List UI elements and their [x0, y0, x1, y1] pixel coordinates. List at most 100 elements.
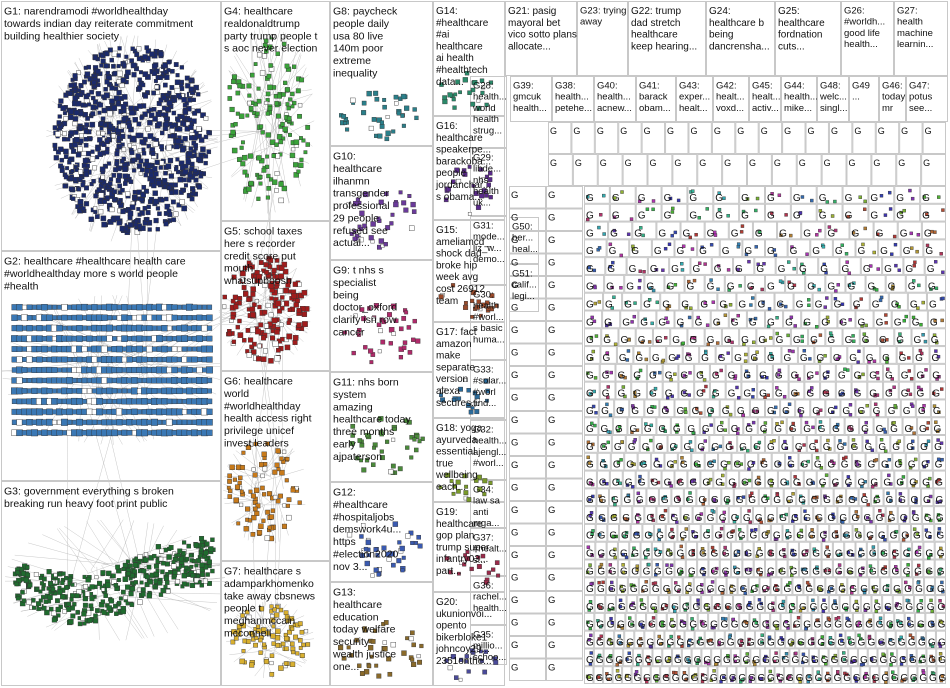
- graph-node: [122, 62, 127, 68]
- small-group-panel: [509, 366, 546, 389]
- graph-node: [112, 336, 117, 342]
- graph-node: [379, 124, 385, 129]
- graph-node: [117, 600, 122, 606]
- small-group-panel: [724, 274, 745, 293]
- graph-node: [878, 509, 882, 513]
- graph-node: [82, 315, 87, 321]
- graph-node: [101, 609, 107, 616]
- small-group-panel: [731, 541, 743, 560]
- small-group-panel: [739, 186, 766, 204]
- graph-node: [171, 398, 178, 405]
- small-group-panel: [623, 648, 633, 667]
- graph-node: [668, 196, 673, 201]
- small-group-panel: [810, 541, 822, 560]
- graph-edge: [118, 596, 217, 603]
- small-group-panel: [783, 488, 797, 507]
- small-group-panel: [608, 221, 633, 240]
- graph-node: [100, 215, 107, 222]
- graph-node: [710, 508, 715, 513]
- graph-node: [286, 320, 291, 325]
- graph-node: [279, 265, 285, 271]
- graph-node: [703, 262, 707, 266]
- graph-node: [637, 285, 641, 290]
- graph-node: [146, 314, 153, 321]
- graph-node: [821, 245, 826, 249]
- graph-node: [116, 367, 123, 373]
- graph-edge: [259, 28, 276, 142]
- graph-node: [126, 304, 133, 310]
- small-group-panel: [777, 470, 791, 489]
- small-group-panel: [758, 488, 772, 507]
- small-group-panel: [651, 559, 664, 578]
- small-group-panel: [615, 381, 632, 400]
- graph-node: [82, 398, 87, 404]
- graph-node: [723, 313, 728, 317]
- graph-node: [111, 105, 117, 111]
- graph-node: [72, 419, 77, 425]
- graph-node: [908, 188, 912, 193]
- graph-node: [172, 570, 178, 576]
- graph-node: [106, 324, 113, 332]
- graph-node: [612, 295, 616, 299]
- small-group-panel: [687, 328, 705, 347]
- small-group-panel: [860, 257, 883, 275]
- graph-node: [160, 569, 165, 574]
- graph-node: [101, 335, 108, 342]
- small-group-panel: [739, 470, 753, 489]
- small-group-panel: [789, 506, 802, 524]
- graph-node: [602, 193, 606, 198]
- graph-node: [673, 230, 678, 235]
- small-group-panel: [865, 630, 876, 649]
- graph-node: [108, 598, 115, 604]
- graph-node: [129, 204, 136, 210]
- small-group-panel: [546, 433, 583, 456]
- graph-node: [91, 178, 96, 184]
- graph-node: [908, 392, 913, 397]
- small-group-panel: [674, 559, 686, 578]
- graph-node: [289, 152, 296, 159]
- small-group-panel: [612, 417, 628, 436]
- graph-node: [97, 110, 102, 115]
- graph-node: [787, 260, 791, 264]
- small-group-panel: [584, 435, 598, 453]
- graph-node: [245, 113, 250, 118]
- graph-node: [303, 150, 308, 155]
- graph-node: [169, 124, 175, 129]
- graph-node: [57, 304, 62, 310]
- small-group-panel: [584, 274, 605, 293]
- graph-node: [210, 568, 215, 574]
- graph-node: [227, 85, 232, 90]
- graph-node: [254, 328, 261, 335]
- graph-node: [741, 209, 746, 214]
- small-group-panel: [878, 541, 890, 560]
- small-group-panel: [816, 186, 843, 204]
- graph-node: [165, 106, 171, 112]
- small-group-panel: [737, 435, 752, 453]
- small-group-panel: [713, 186, 740, 204]
- graph-node: [142, 162, 148, 167]
- graph-node: [196, 387, 203, 394]
- graph-node: [800, 334, 804, 339]
- small-group-panel: [739, 328, 757, 347]
- graph-node: [85, 116, 90, 121]
- graph-node: [667, 242, 672, 246]
- graph-node: [166, 100, 173, 106]
- small-group-panel: [704, 630, 715, 649]
- graph-node: [51, 398, 58, 405]
- graph-node: [41, 387, 48, 395]
- graph-node: [922, 195, 927, 199]
- small-group-panel: [797, 346, 815, 364]
- graph-node: [175, 73, 180, 78]
- group-panel-g4: [221, 1, 330, 221]
- graph-node: [62, 111, 67, 116]
- small-group-panel: [873, 612, 884, 631]
- graph-node: [293, 302, 299, 308]
- small-group-panel: [642, 648, 653, 667]
- small-group-panel: [713, 203, 740, 222]
- graph-node: [833, 199, 837, 204]
- graph-node: [96, 398, 103, 405]
- graph-edge: [264, 89, 312, 96]
- graph-node: [132, 562, 139, 568]
- small-group-panel: [697, 612, 709, 631]
